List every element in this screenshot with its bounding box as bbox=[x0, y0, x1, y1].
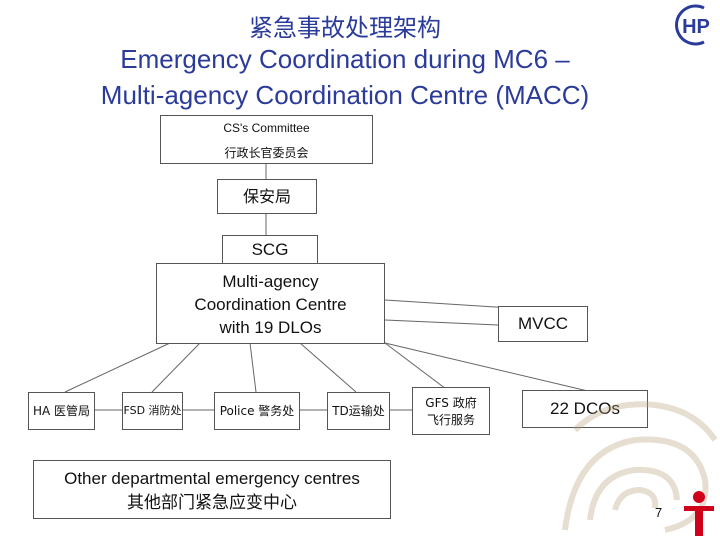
security-bureau-box: 保安局 bbox=[217, 179, 317, 214]
police-box: Police 警务处 bbox=[214, 392, 300, 430]
mvcc-label: MVCC bbox=[517, 314, 569, 333]
scg-box: SCG bbox=[222, 235, 318, 264]
td-label: TD运输处 bbox=[332, 404, 385, 418]
page-number: 7 bbox=[655, 505, 663, 520]
title-line-3: Multi-agency Coordination Centre (MACC) bbox=[100, 80, 590, 110]
cs-committee-box: CS's Committee 行政长官委员会 bbox=[160, 115, 373, 164]
security-bureau-label: 保安局 bbox=[242, 187, 291, 206]
logo-text: HP bbox=[682, 16, 710, 38]
cs-committee-label-en: CS's Committee bbox=[223, 121, 310, 135]
title-line-2: Emergency Coordination during MC6 – bbox=[120, 44, 570, 74]
gfs-box: GFS 政府 飞行服务 bbox=[412, 387, 490, 435]
cs-committee-label-zh: 行政长官委员会 bbox=[224, 146, 309, 160]
macc-label-1: Multi-agency bbox=[222, 272, 319, 291]
macc-label-2: Coordination Centre bbox=[194, 295, 347, 314]
dcos-box: 22 DCOs bbox=[522, 390, 648, 428]
mvcc-box: MVCC bbox=[498, 306, 588, 342]
ha-label: HA 医管局 bbox=[32, 404, 91, 418]
scg-label: SCG bbox=[251, 240, 289, 259]
dcos-label: 22 DCOs bbox=[550, 399, 620, 418]
health-figure-icon bbox=[684, 491, 714, 536]
fsd-label: FSD 消防处 bbox=[123, 404, 182, 417]
td-box: TD运输处 bbox=[327, 392, 390, 430]
police-label: Police 警务处 bbox=[219, 404, 295, 418]
gfs-label-2: 飞行服务 bbox=[426, 413, 475, 427]
gfs-label-1: GFS 政府 bbox=[425, 396, 477, 410]
macc-box: Multi-agency Coordination Centre with 19… bbox=[156, 263, 385, 344]
other-centres-box: Other departmental emergency centres 其他部… bbox=[33, 460, 391, 519]
title-chinese: 紧急事故处理架构 bbox=[249, 14, 441, 42]
fsd-box: FSD 消防处 bbox=[122, 392, 183, 430]
hp-logo-icon: HP bbox=[675, 4, 710, 46]
ha-box: HA 医管局 bbox=[28, 392, 95, 430]
other-centres-label-zh: 其他部门紧急应变中心 bbox=[127, 493, 297, 513]
other-centres-label-en: Other departmental emergency centres bbox=[64, 469, 360, 488]
macc-label-3: with 19 DLOs bbox=[219, 318, 322, 337]
